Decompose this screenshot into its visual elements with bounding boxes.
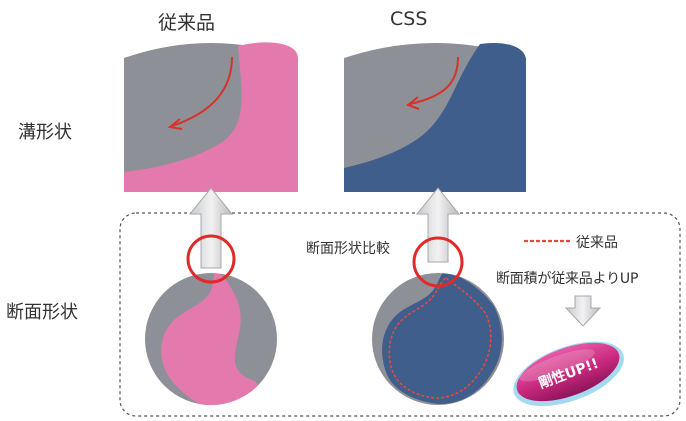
groove-panel-css [344, 42, 526, 193]
area-increase-note: 断面積が従来品よりUP [496, 271, 639, 287]
comparison-label: 断面形状比較 [306, 241, 390, 257]
cross-section-css [372, 273, 504, 405]
row-label-cross-section-shape: 断面形状 [6, 302, 78, 323]
row-label-groove-shape: 溝形状 [18, 122, 72, 143]
conventional-outline-dashed [388, 277, 492, 399]
legend-conventional-label: 従来品 [576, 235, 618, 251]
down-arrow-icon [564, 295, 602, 327]
curved-arrow-icon [409, 56, 459, 105]
up-arrow-icon [415, 187, 461, 263]
column-label-css: CSS [390, 8, 428, 30]
cross-section-conventional [145, 273, 277, 405]
highlight-circle-icon [412, 236, 464, 288]
up-arrow-icon [188, 187, 234, 269]
cross-section-region-box [119, 212, 681, 417]
curved-arrow-icon [171, 56, 233, 127]
groove-shape-conventional [124, 42, 298, 192]
column-label-conventional: 従来品 [158, 12, 216, 34]
groove-panel-conventional [124, 42, 298, 192]
rigidity-up-badge: 剛性UP!! [513, 341, 624, 407]
highlight-circle-icon [186, 234, 236, 284]
groove-shape-css [344, 42, 526, 193]
